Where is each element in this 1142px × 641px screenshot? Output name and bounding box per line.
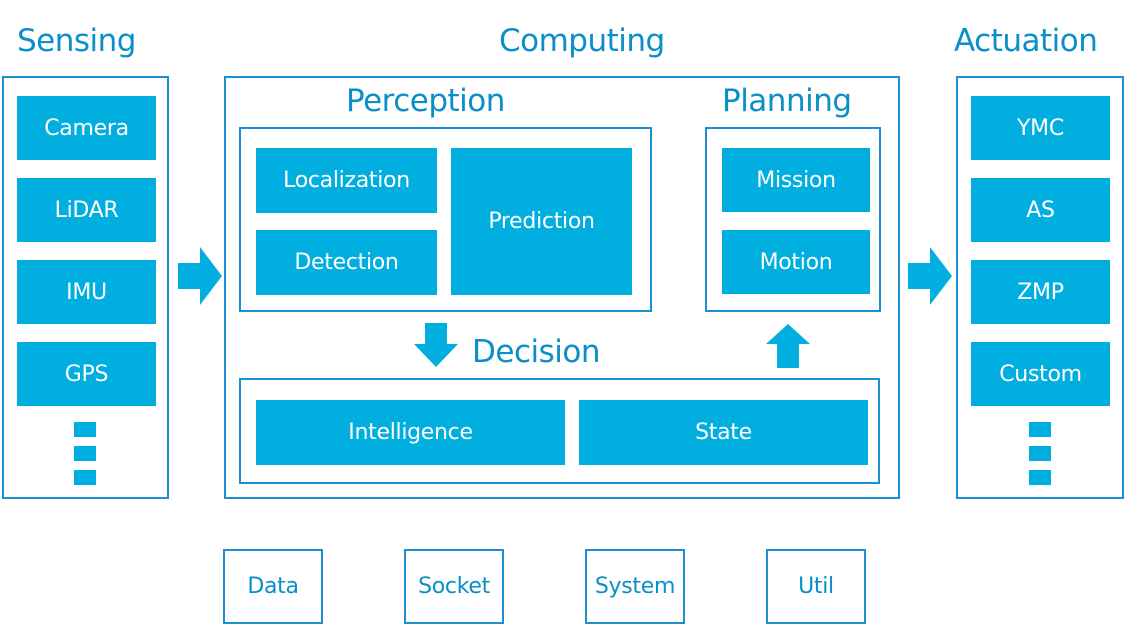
more-dot <box>1029 470 1051 485</box>
sensing-panel <box>2 76 169 499</box>
utility-socket[interactable]: Socket <box>404 549 504 624</box>
utility-system[interactable]: System <box>585 549 685 624</box>
actuation-panel <box>956 76 1124 499</box>
planning-panel <box>705 127 881 312</box>
actuation-item-ymc[interactable]: YMC <box>971 96 1110 160</box>
arrow-computing-to-actuation <box>908 247 952 305</box>
actuation-item-as[interactable]: AS <box>971 178 1110 242</box>
planning-title: Planning <box>722 83 852 119</box>
sensing-item-camera[interactable]: Camera <box>17 96 156 160</box>
actuation-more-icon <box>1029 422 1051 485</box>
utility-data[interactable]: Data <box>223 549 323 624</box>
perception-panel <box>239 127 652 312</box>
arrow-right-icon <box>178 247 222 305</box>
more-dot <box>74 422 96 437</box>
arrow-up-icon <box>766 324 810 368</box>
sensing-item-gps[interactable]: GPS <box>17 342 156 406</box>
planning-item-motion[interactable]: Motion <box>722 230 870 294</box>
arrow-down-icon <box>414 323 458 367</box>
perception-item-detection[interactable]: Detection <box>256 230 437 295</box>
planning-item-mission[interactable]: Mission <box>722 148 870 212</box>
computing-panel <box>224 76 900 499</box>
perception-item-prediction[interactable]: Prediction <box>451 148 632 295</box>
actuation-item-zmp[interactable]: ZMP <box>971 260 1110 324</box>
arrow-sensing-to-computing <box>178 247 222 305</box>
sensing-item-imu[interactable]: IMU <box>17 260 156 324</box>
arrow-perception-to-decision <box>414 323 458 367</box>
computing-title: Computing <box>499 23 665 59</box>
arrow-decision-to-planning <box>766 324 810 368</box>
more-dot <box>1029 446 1051 461</box>
decision-item-intelligence[interactable]: Intelligence <box>256 400 565 465</box>
decision-title: Decision <box>472 334 600 370</box>
perception-title: Perception <box>346 83 505 119</box>
arrow-right-icon <box>908 247 952 305</box>
utility-util[interactable]: Util <box>766 549 866 624</box>
sensing-item-lidar[interactable]: LiDAR <box>17 178 156 242</box>
actuation-item-custom[interactable]: Custom <box>971 342 1110 406</box>
more-dot <box>1029 422 1051 437</box>
actuation-title: Actuation <box>954 23 1098 59</box>
decision-item-state[interactable]: State <box>579 400 868 465</box>
more-dot <box>74 470 96 485</box>
sensing-more-icon <box>74 422 96 485</box>
sensing-title: Sensing <box>17 23 137 59</box>
more-dot <box>74 446 96 461</box>
perception-item-localization[interactable]: Localization <box>256 148 437 213</box>
decision-panel <box>239 378 880 484</box>
